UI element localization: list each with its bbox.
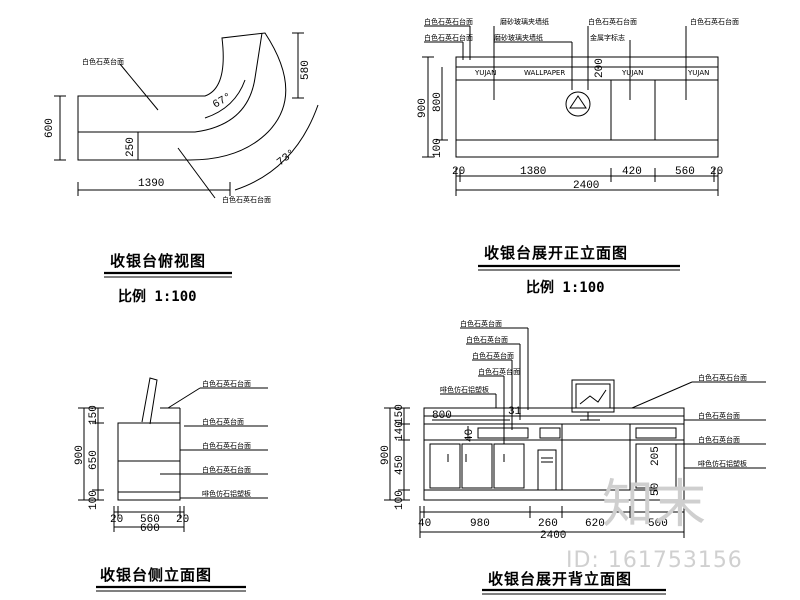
top-dim-580: 580 (300, 60, 312, 80)
front-note-4: 磨砂玻璃夹墙纸 (494, 33, 543, 42)
top-dim-angle-67: 67° (211, 91, 234, 111)
side-dim-h-560: 560 (140, 514, 160, 526)
back-monitor (571, 379, 615, 413)
front-logo-circle (565, 91, 591, 117)
back-note-4: 白色石英台面 (478, 367, 520, 376)
back-note-8: 白色石英台面 (698, 435, 740, 444)
front-view-title: 收银台展开正立面图 (484, 244, 628, 262)
top-dim-250: 250 (125, 137, 137, 157)
front-note-5: 金属字标志 (590, 33, 625, 42)
top-note-1: 白色石英台面 (82, 57, 124, 66)
front-panel-text-1: YUJAN (474, 69, 496, 77)
front-dim-total: 2400 (573, 180, 599, 192)
back-note-2: 白色石英台面 (466, 335, 508, 344)
side-dim-150: 150 (88, 405, 100, 425)
top-view-scale: 比例 1:100 (118, 288, 197, 305)
front-note-7: 白色石英石台面 (690, 17, 739, 26)
front-note-6: 白色石英石台面 (588, 17, 637, 26)
back-inner-dim-40: 40 (464, 429, 476, 442)
front-dim-h-20a: 20 (452, 166, 465, 178)
front-view-scale: 比例 1:100 (526, 279, 605, 296)
top-view-counter-inner-edge (78, 32, 263, 133)
back-inner-dim-205: 205 (650, 446, 662, 466)
front-dim-900: 900 (417, 98, 429, 118)
front-note-3: 磨砂玻璃夹墙纸 (500, 17, 549, 26)
front-elevation: YUJAN WALLPAPER YUJAN YUJAN 900 800 100 … (417, 17, 739, 296)
back-note-3: 白色石英台面 (472, 351, 514, 360)
back-view-title: 收银台展开背立面图 (488, 570, 632, 588)
back-dim-140: 140 (394, 421, 406, 441)
back-dim-h-500: 500 (648, 518, 668, 530)
top-dim-1390: 1390 (138, 178, 164, 190)
back-inner-dim-50: 50 (650, 483, 662, 496)
side-view-title: 收银台侧立面图 (100, 566, 212, 584)
top-dim-600: 600 (44, 118, 56, 138)
back-dim-total: 2400 (540, 530, 566, 542)
watermark-brand: 知末 (602, 475, 706, 535)
back-inner-dim-800: 800 (432, 410, 452, 422)
front-dim-h-560: 560 (675, 166, 695, 178)
back-dim-h-980: 980 (470, 518, 490, 530)
front-counter-body (455, 56, 719, 158)
side-dim-h-20a: 20 (110, 514, 123, 526)
side-elevation: 900 150 650 100 20 560 20 600 白色石英石台面 白色… (74, 377, 268, 592)
front-dim-h-420: 420 (622, 166, 642, 178)
side-note-1: 白色石英石台面 (202, 379, 251, 388)
front-panel-text-4: YUJAN (687, 69, 709, 77)
front-dim-100: 100 (432, 138, 444, 158)
front-dim-200: 200 (594, 58, 606, 78)
side-monitor (141, 377, 158, 425)
front-dim-800: 800 (432, 92, 444, 112)
front-panel-text-2: WALLPAPER (524, 69, 565, 77)
back-note-9: 啡色仿石铝塑板 (698, 459, 747, 468)
back-dim-h-620: 620 (585, 518, 605, 530)
front-panel-text-3: YUJAN (621, 69, 643, 77)
back-note-6: 白色石英石台面 (698, 373, 747, 382)
top-view-title: 收银台俯视图 (110, 252, 206, 270)
back-dim-450: 450 (394, 455, 406, 475)
back-counter-body (423, 407, 685, 501)
side-dim-900: 900 (74, 445, 86, 465)
back-elevation: 800 40 205 50 31 900 150 140 450 100 40 … (380, 319, 766, 595)
top-note-2: 白色石英石台面 (222, 195, 271, 204)
back-note-7: 白色石英台面 (698, 411, 740, 420)
back-note-5: 啡色仿石铝塑板 (440, 385, 489, 394)
back-cpu-tower (537, 449, 557, 491)
front-note-2: 白色石英石台面 (424, 33, 473, 42)
front-dim-h-1380: 1380 (520, 166, 546, 178)
watermark-id: ID: 161753156 (566, 548, 743, 573)
side-note-3: 白色石英石台面 (202, 441, 251, 450)
top-view: 580 600 250 1390 67° 73° 白色石英台面 白色石英石台面 … (44, 32, 319, 305)
back-dim-h-40: 40 (418, 518, 431, 530)
front-note-1: 白色石英石台面 (424, 17, 473, 26)
side-dim-h-20b: 20 (176, 514, 189, 526)
side-note-5: 啡色仿石铝塑板 (202, 489, 251, 498)
front-dim-h-20b: 20 (710, 166, 723, 178)
back-dim-h-260: 260 (538, 518, 558, 530)
back-dim-900: 900 (380, 445, 392, 465)
side-note-4: 白色石英石台面 (202, 465, 251, 474)
back-dim-100: 100 (394, 490, 406, 510)
watermark: 知末 ID: 161753156 (566, 475, 743, 573)
top-view-counter-outline (77, 32, 287, 161)
side-note-2: 白色石英台面 (202, 417, 244, 426)
back-inner-dim-31: 31 (508, 406, 522, 418)
back-dim-150: 150 (394, 404, 406, 424)
side-dim-100: 100 (88, 490, 100, 510)
side-dim-650: 650 (88, 450, 100, 470)
back-note-1: 白色石英台面 (460, 319, 502, 328)
side-dim-total: 600 (140, 523, 160, 535)
